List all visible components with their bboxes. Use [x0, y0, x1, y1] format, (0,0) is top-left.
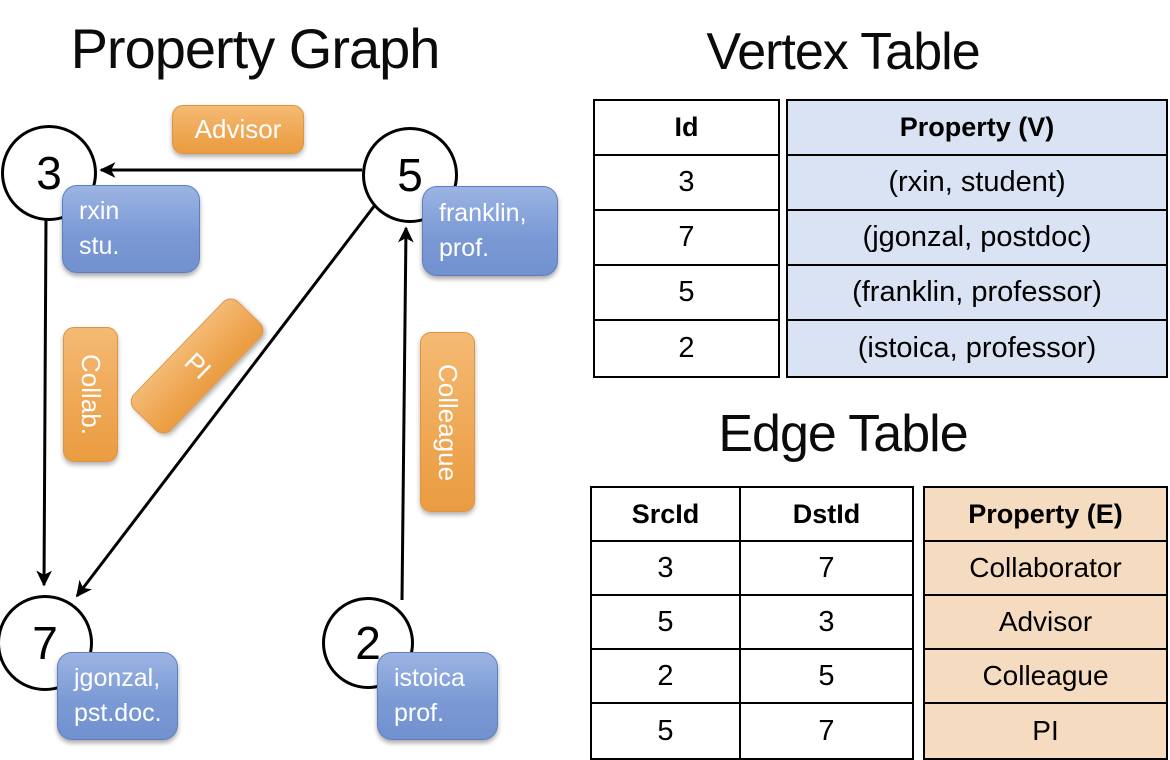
vertex-property-line: franklin, [439, 198, 527, 227]
vertex-id-cell: 5 [595, 266, 778, 321]
edge-srcid-cell: 2 [592, 650, 739, 704]
edge-label-colleague: Colleague [420, 332, 475, 512]
edge-property-cell: PI [1032, 715, 1059, 746]
edge-label-advisor: Advisor [172, 105, 304, 154]
edge-property-cell: Colleague [925, 650, 1166, 704]
edge-pi-5-to-7 [75, 204, 377, 598]
edge-table-property-header: Property (E) [925, 488, 1166, 542]
vertex-property-line: stu. [79, 232, 120, 260]
vertex-property-cell: (istoica, professor) [857, 332, 1097, 364]
vertex-property-cell: (rxin, student) [788, 156, 1166, 211]
vertex-table-id-column: Id 3 7 5 2 [593, 99, 780, 378]
vertex-table-property-header: Property (V) [788, 101, 1166, 156]
edge-table-dstid-header: DstId [741, 488, 912, 542]
vertex-property-line: istoica [394, 663, 465, 692]
node-2-id: 2 [355, 617, 381, 669]
graph-edges-canvas [36, 162, 414, 601]
vertex-property-line: jgonzal, [74, 663, 161, 692]
edge-table-dstid-column: DstId 7 3 5 7 [741, 488, 912, 758]
property-graph-title: Property Graph [70, 17, 441, 80]
vertex-property-cell: (jgonzal, postdoc) [788, 211, 1166, 266]
edge-table-property-column: Property (E) Collaborator Advisor Collea… [923, 486, 1168, 760]
vertex-property-cell: (franklin, professor) [788, 266, 1166, 321]
edge-property-cell: Advisor [925, 596, 1166, 650]
edge-srcid-cell: 3 [592, 542, 739, 596]
vertex-property-line: prof. [394, 699, 445, 727]
vertex-table-title: Vertex Table [706, 23, 980, 81]
edge-colleague-2-to-5 [397, 226, 414, 601]
node-3-id: 3 [36, 147, 62, 199]
vertex-property-box-franklin: franklin, prof. [422, 186, 558, 276]
vertex-id-cell: 7 [595, 211, 778, 266]
vertex-property-line: rxin [79, 196, 120, 225]
edge-table-srcid-column: SrcId 3 5 2 5 [592, 488, 741, 758]
edge-label-text: Collab. [76, 354, 106, 435]
vertex-id-cell: 3 [595, 156, 778, 211]
edge-srcid-cell: 5 [592, 596, 739, 650]
edge-label-text: Advisor [194, 114, 282, 144]
edge-dstid-cell: 7 [818, 714, 835, 747]
vertex-property-box-istoica: istoica prof. [377, 652, 498, 740]
edge-table-id-columns: SrcId 3 5 2 5 DstId 7 3 5 7 [590, 486, 914, 760]
vertex-table-id-header: Id [595, 101, 778, 156]
node-7-id: 7 [32, 617, 58, 669]
node-5-id: 5 [397, 149, 423, 201]
edge-label-text: Colleague [433, 363, 463, 481]
edge-label-text: PI [178, 346, 217, 385]
vertex-table-property-column: Property (V) (rxin, student) (jgonzal, p… [786, 99, 1168, 378]
edge-dstid-cell: 3 [741, 596, 912, 650]
edge-table-title: Edge Table [718, 405, 968, 463]
edge-dstid-cell: 7 [741, 542, 912, 596]
vertex-property-line: pst.doc. [74, 699, 162, 727]
vertex-id-cell: 2 [678, 332, 695, 364]
vertex-property-box-jgonzal: jgonzal, pst.doc. [57, 652, 178, 740]
edge-dstid-cell: 5 [741, 650, 912, 704]
vertex-property-box-rxin: rxin stu. [62, 185, 200, 273]
edge-collab-3-to-7 [36, 216, 52, 587]
edge-label-collab: Collab. [63, 327, 118, 462]
vertex-property-line: prof. [439, 234, 490, 262]
graph-node-5: 5 [362, 127, 458, 223]
edge-srcid-cell: 5 [657, 714, 674, 747]
edge-property-cell: Collaborator [925, 542, 1166, 596]
edge-table-srcid-header: SrcId [592, 488, 739, 542]
